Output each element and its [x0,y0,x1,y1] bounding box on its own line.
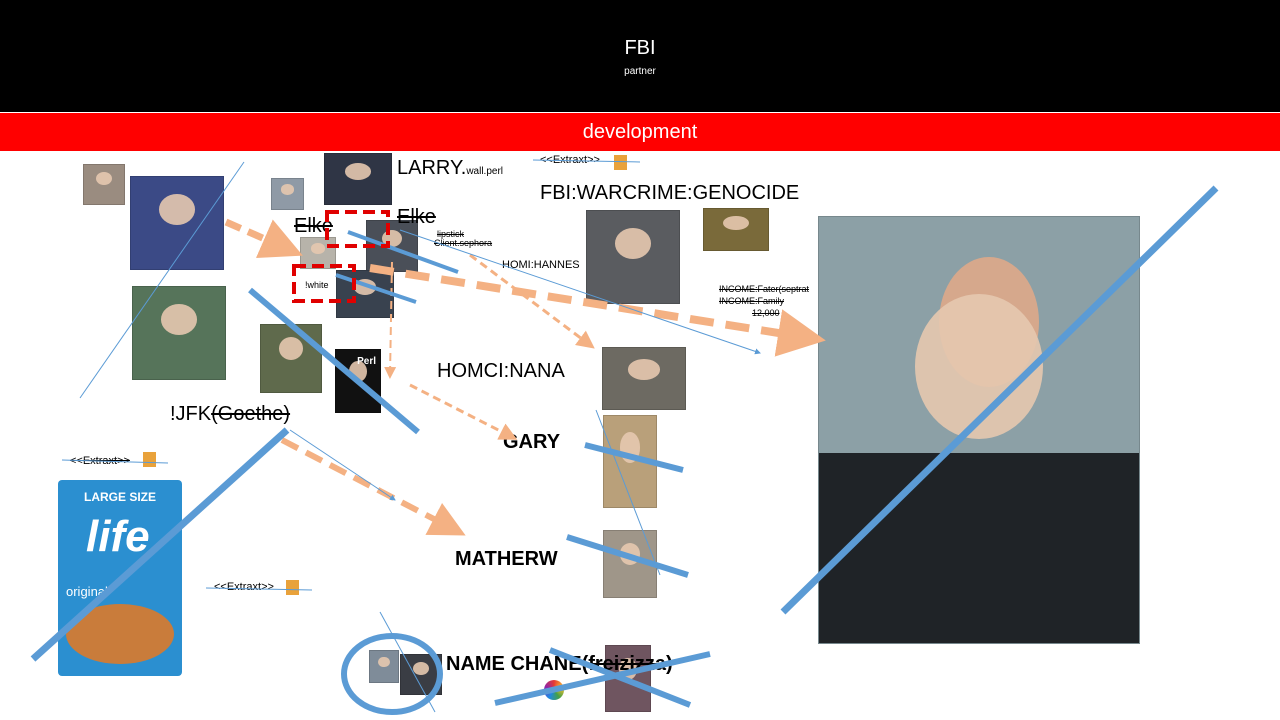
label-income-family: INCOME:Family [719,296,784,306]
thin-blue-line [595,409,661,576]
photo-man-small-glasses [271,178,304,210]
photo-garden-plants [703,208,769,251]
photo-man-bottom-small [369,650,399,683]
photo-large-man-portrait [818,216,1140,644]
thin-blue-line [79,161,245,399]
cereal-box-brand: life [86,512,150,561]
thick-blue-strike [347,230,459,274]
label-income-amount: 12,000 [752,308,780,318]
title-header: FBI partner [0,0,1280,112]
thin-blue-line [61,459,169,464]
label-name-change-text: NAME CHANE [446,653,582,675]
orange-arrow [369,264,826,357]
thick-blue-strike [494,651,711,706]
image-icon [614,155,627,170]
thick-blue-strike [548,647,692,708]
label-jfk-name: !JFK [170,403,212,425]
orange-arrow [224,218,303,259]
label-income-fater: INCOME:Fater(septrat [719,284,810,294]
thin-blue-line [205,587,313,591]
image-icon [286,580,299,595]
orange-arrow [469,253,595,349]
thick-blue-strike [780,185,1219,615]
thick-blue-strike [335,273,417,304]
label-fbi-warcrime: FBI:WARCRIME:GENOCIDE [540,182,800,204]
label-jfk-goethe: (Goethe) [211,403,291,425]
thin-blue-line [379,611,436,713]
image-icon [143,452,156,467]
thick-blue-strike [248,287,420,435]
thin-blue-line [532,159,641,163]
label-client-sephora: Client.sephora [434,238,493,248]
photo-older-man-suit [586,210,680,304]
label-lipstick: lipstick [437,229,465,239]
photo-queen-seated [602,347,686,410]
thick-blue-strike [584,442,684,473]
label-jfk: !JFK(Goethe) [170,403,290,426]
thick-blue-strike [30,427,290,662]
thin-blue-line [289,429,396,501]
cereal-box-top-label: LARGE SIZE [83,490,156,504]
red-dashed-box [325,210,390,248]
orange-arrow [409,383,518,440]
development-banner: development [0,113,1280,151]
label-larry: LARRY.wall.perl [397,157,503,180]
label-elke-right: Elke [397,206,436,228]
label-extract-top: <<Extraxt>> [540,154,600,166]
cereal-box-variant: original [66,584,108,599]
perl-book-title: Perl [357,356,376,367]
orange-arrow [384,261,397,379]
label-white: !white [305,280,329,290]
photo-woman-blue-jacket [130,176,224,270]
label-extract-mid: <<Extraxt>> [214,581,274,593]
thick-blue-strike [566,534,689,578]
blue-circle-highlight [341,633,443,715]
label-homci-nana: HOMCI:NANA [437,360,565,382]
page-title: FBI [624,37,656,59]
red-dashed-box [292,264,356,303]
photo-man-reading [260,324,322,393]
label-homi-hannes: HOMI:HANNES [502,259,580,271]
photo-man-small-topleft [83,164,125,205]
photo-police-officer [324,153,392,205]
page-subtitle: partner [624,66,656,77]
label-larry-sub: wall.perl [466,166,503,177]
label-elke-left: Elke [294,215,333,237]
thin-blue-line [399,229,761,355]
label-matherw: MATHERW [455,548,558,570]
photo-man-gesturing [132,286,226,380]
orange-arrow [280,437,466,536]
label-larry-name: LARRY. [397,157,467,179]
